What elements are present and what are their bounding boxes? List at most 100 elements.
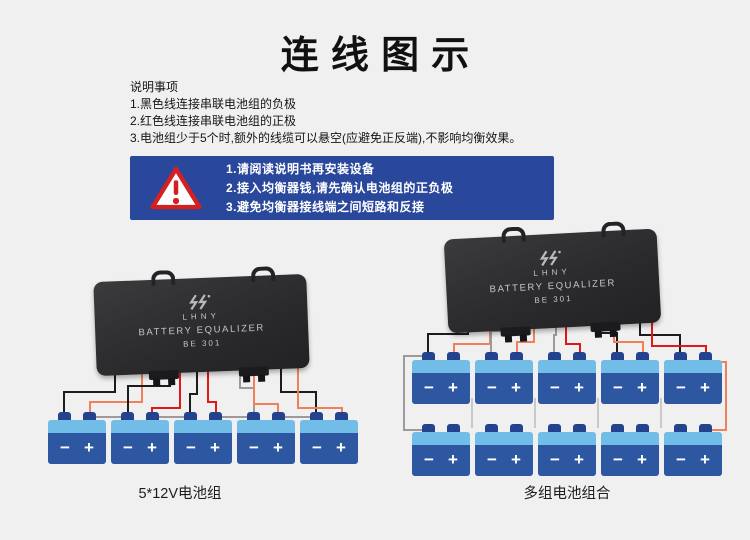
battery: −+ [475,424,533,476]
positive-terminal [272,412,285,427]
minus-sign: − [676,378,686,397]
battery: −+ [601,352,659,404]
mounting-loop-icon [250,266,276,283]
negative-terminal [674,424,687,439]
note-item: 1.黑色线连接串联电池组的负极 [130,97,297,111]
minus-sign: − [550,378,560,397]
battery: −+ [664,424,722,476]
battery: −+ [538,424,596,476]
positive-terminal [335,412,348,427]
terminal-block [238,366,269,383]
plus-sign: + [700,378,710,397]
positive-terminal [573,424,586,439]
minus-sign: − [487,450,497,469]
note-item: 2.红色线连接串联电池组的正极 [130,114,297,128]
minus-sign: − [487,378,497,397]
battery: −+ [538,352,596,404]
warning-line: 2.接入均衡器钱,请先确认电池组的正负极 [226,180,454,195]
plus-sign: + [511,378,521,397]
plus-sign: + [448,378,458,397]
battery: −+ [174,412,232,464]
plus-sign: + [84,438,94,457]
negative-terminal [247,412,260,427]
minus-sign: − [676,450,686,469]
positive-terminal [699,352,712,367]
minus-sign: − [249,438,259,457]
plus-sign: + [448,450,458,469]
negative-terminal [121,412,134,427]
battery: −+ [412,424,470,476]
battery-row-left: −+ −+ −+ −+ −+ [48,412,358,464]
negative-terminal [310,412,323,427]
positive-terminal [447,424,460,439]
battery-row-right-top: −+ −+ −+ −+ −+ [412,352,722,404]
terminal-block [590,321,621,338]
product-label: BATTERY EQUALIZER [138,322,266,339]
model-label: BE 301 [182,338,222,349]
model-label: BE 301 [534,293,573,305]
brand-lightning-icon [188,294,210,311]
battery: −+ [237,412,295,464]
battery: −+ [664,352,722,404]
warning-line: 3.避免均衡器接线端之间短路和反接 [226,199,425,214]
minus-sign: − [60,438,70,457]
negative-terminal [548,352,561,367]
negative-terminal [184,412,197,427]
plus-sign: + [210,438,220,457]
battery: −+ [475,352,533,404]
positive-terminal [699,424,712,439]
negative-terminal [674,352,687,367]
product-label: BATTERY EQUALIZER [489,277,617,296]
plus-sign: + [336,438,346,457]
warning-banner: 1.请阅读说明书再安装设备 2.接入均衡器钱,请先确认电池组的正负极 3.避免均… [130,156,554,220]
positive-terminal [209,412,222,427]
negative-terminal [422,352,435,367]
plus-sign: + [511,450,521,469]
battery-row-right-bottom: −+ −+ −+ −+ −+ [412,424,722,476]
positive-terminal [636,424,649,439]
terminal-block [148,369,180,386]
plus-sign: + [574,450,584,469]
battery: −+ [111,412,169,464]
minus-sign: − [550,450,560,469]
minus-sign: − [186,438,196,457]
plus-sign: + [147,438,157,457]
battery: −+ [601,424,659,476]
notes-heading: 说明事项 [130,80,179,94]
negative-terminal [422,424,435,439]
battery-equalizer-device: LHNY BATTERY EQUALIZER BE 301 [93,266,310,386]
negative-terminal [58,412,71,427]
note-item: 3.电池组少于5个时,额外的线缆可以悬空(应避免正反端),不影响均衡效果。 [130,131,522,145]
right-diagram-caption: 多组电池组合 [523,486,611,502]
minus-sign: − [424,378,434,397]
negative-terminal [611,352,624,367]
battery: −+ [300,412,358,464]
mounting-loop-icon [600,221,626,238]
minus-sign: − [123,438,133,457]
positive-terminal [573,352,586,367]
plus-sign: + [700,450,710,469]
minus-sign: − [312,438,322,457]
positive-terminal [510,424,523,439]
mounting-loop-icon [150,269,176,286]
plus-sign: + [637,378,647,397]
left-diagram-caption: 5*12V电池组 [138,486,222,502]
negative-terminal [485,352,498,367]
brand-label: LHNY [182,311,221,322]
brand-label: LHNY [533,267,571,278]
warning-line: 1.请阅读说明书再安装设备 [226,161,375,176]
battery-equalizer-device: LHNY BATTERY EQUALIZER BE 301 [443,221,662,343]
mounting-loop-icon [501,226,526,243]
brand-lightning-icon [539,250,561,267]
warning-text: 1.请阅读说明书再安装设备 2.接入均衡器钱,请先确认电池组的正负极 3.避免均… [226,160,453,217]
terminal-block [500,326,531,343]
negative-terminal [485,424,498,439]
negative-terminal [548,424,561,439]
minus-sign: − [424,450,434,469]
minus-sign: − [613,378,623,397]
minus-sign: − [613,450,623,469]
plus-sign: + [637,450,647,469]
positive-terminal [83,412,96,427]
notes-block: 说明事项 1.黑色线连接串联电池组的负极 2.红色线连接串联电池组的正极 3.电… [130,79,521,147]
